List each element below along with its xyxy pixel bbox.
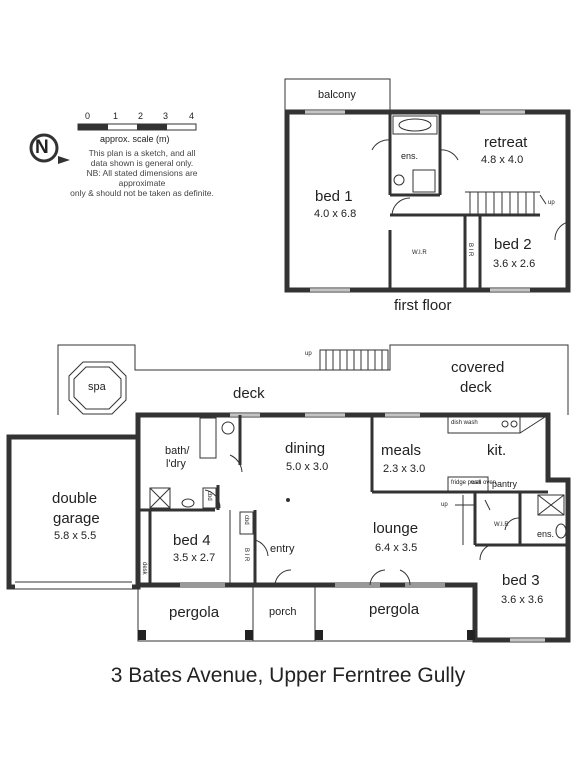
ensuite-label: ens.: [401, 151, 419, 161]
balcony-label: balcony: [318, 89, 356, 101]
bath-ldry-label-1: bath/: [165, 445, 190, 457]
ensuite-label-ground: ens.: [537, 529, 555, 539]
scale-tick-4: 4: [189, 111, 195, 121]
up-label-deck: up: [305, 351, 312, 357]
first-floor-plan: [284, 78, 571, 293]
bath-ldry-label-2: l'dry: [166, 458, 186, 470]
lounge-label: lounge: [373, 520, 419, 537]
covered-deck-label-2: deck: [460, 379, 492, 396]
lounge-dims: 6.4 x 3.5: [375, 542, 418, 554]
up-label-ground: up: [441, 502, 448, 508]
double-garage-dims: 5.8 x 5.5: [54, 530, 97, 542]
scale-caption: approx. scale (m): [100, 134, 170, 144]
property-address: 3 Bates Avenue, Upper Ferntree Gully: [110, 664, 466, 687]
bir-label-first: B I R: [467, 243, 473, 257]
bed1-label: bed 1: [315, 188, 353, 205]
deck-label: deck: [233, 385, 265, 402]
pergola-left-label: pergola: [169, 604, 220, 621]
bir-label-ground: B I R: [243, 548, 249, 562]
bed1-dims: 4.0 x 6.8: [314, 208, 357, 220]
cbd-label-bed4: cbd: [243, 515, 249, 525]
dining-label: dining: [285, 440, 326, 457]
compass-letter: N: [35, 137, 49, 158]
ground-floor-plan: [6, 344, 571, 643]
bed3-dims: 3.6 x 3.6: [501, 594, 544, 606]
wall-oven-label: wall oven: [471, 480, 497, 486]
porch-label: porch: [269, 606, 297, 618]
bed4-dims: 3.5 x 2.7: [173, 552, 216, 564]
pergola-right-label: pergola: [369, 601, 420, 618]
entry-label: entry: [270, 543, 295, 555]
double-garage-label-1: double: [52, 490, 98, 507]
compass-icon: [29, 133, 70, 164]
scale-tick-0: 0: [85, 111, 91, 121]
disclaimer-note: This plan is a sketch, and all data show…: [70, 148, 214, 198]
dining-dims: 5.0 x 3.0: [286, 461, 329, 473]
scale-bar: [77, 123, 197, 131]
pantry-label: pantry: [492, 479, 518, 489]
scale-tick-2: 2: [138, 111, 144, 121]
bed4-label: bed 4: [173, 532, 211, 549]
bed2-dims: 3.6 x 2.6: [493, 258, 536, 270]
up-label-first: up: [548, 200, 555, 206]
scale-tick-3: 3: [163, 111, 169, 121]
retreat-label: retreat: [484, 134, 528, 151]
double-garage-label-2: garage: [53, 510, 100, 527]
spa-label: spa: [88, 381, 106, 393]
covered-deck-label-1: covered: [451, 359, 505, 376]
desk-label: desk: [141, 562, 147, 575]
fridge-posn-label: fridge posn: [451, 480, 481, 486]
cbd-label-bath: cbd: [206, 491, 212, 501]
retreat-dims: 4.8 x 4.0: [481, 154, 524, 166]
scale-tick-1: 1: [113, 111, 119, 121]
wir-label-first: W.I.R: [412, 250, 427, 256]
wir-label-ground: W.I.R: [494, 522, 509, 528]
first-floor-label: first floor: [394, 297, 452, 314]
meals-label: meals: [381, 442, 422, 459]
dish-wash-label: dish wash: [451, 420, 478, 426]
kitchen-label: kit.: [487, 442, 507, 459]
bed3-label: bed 3: [502, 572, 540, 589]
meals-dims: 2.3 x 3.0: [383, 463, 426, 475]
bed2-label: bed 2: [494, 236, 532, 253]
